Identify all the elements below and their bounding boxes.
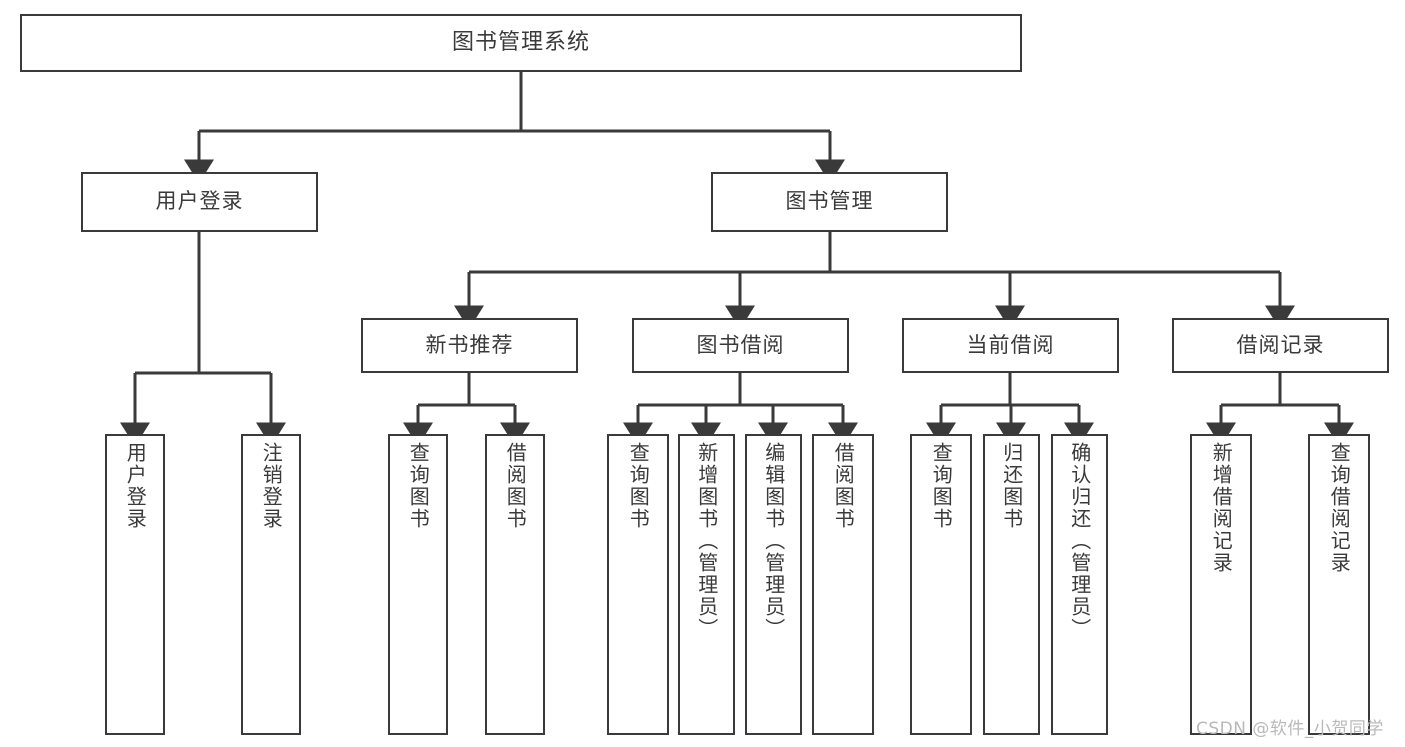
node-new-book-recommend[interactable]: 新书推荐 <box>361 318 578 373</box>
node-current-borrow[interactable]: 当前借阅 <box>902 318 1119 373</box>
node-book-borrow[interactable]: 图书借阅 <box>632 318 849 373</box>
leaf-label: 查询图书 <box>929 442 954 530</box>
leaf-label: 归还图书 <box>999 442 1024 530</box>
leaf-label: 新增图书（管理员） <box>694 442 719 640</box>
leaf-label: 确认归还（管理员） <box>1067 442 1092 640</box>
leaf-add-borrow-record[interactable]: 新增借阅记录 <box>1190 434 1252 735</box>
leaf-label: 用户登录 <box>123 442 148 530</box>
node-borrow-record[interactable]: 借阅记录 <box>1172 318 1389 373</box>
leaf-lend-book[interactable]: 借阅图书 <box>812 434 874 735</box>
csdn-watermark: CSDN @软件_小贺同学 <box>1196 719 1384 739</box>
leaf-return-book[interactable]: 归还图书 <box>983 434 1040 735</box>
leaf-query-borrow-record[interactable]: 查询借阅记录 <box>1308 434 1370 735</box>
leaf-borrow-book-newbook[interactable]: 借阅图书 <box>485 434 545 735</box>
leaf-query-book-borrow[interactable]: 查询图书 <box>607 434 669 735</box>
leaf-label: 查询借阅记录 <box>1327 442 1352 574</box>
node-user-login[interactable]: 用户登录 <box>81 172 318 232</box>
leaf-query-book-newbook[interactable]: 查询图书 <box>388 434 448 735</box>
leaf-label: 查询图书 <box>626 442 651 530</box>
leaf-edit-book-admin[interactable]: 编辑图书（管理员） <box>745 434 802 735</box>
leaf-label: 查询图书 <box>406 442 431 530</box>
node-book-management[interactable]: 图书管理 <box>711 172 948 232</box>
leaf-logout[interactable]: 注销登录 <box>241 434 301 735</box>
leaf-query-book-current[interactable]: 查询图书 <box>910 434 972 735</box>
leaf-user-login[interactable]: 用户登录 <box>105 434 165 735</box>
leaf-label: 编辑图书（管理员） <box>761 442 786 640</box>
leaf-label: 注销登录 <box>259 442 284 530</box>
leaf-label: 新增借阅记录 <box>1209 442 1234 574</box>
leaf-label: 借阅图书 <box>831 442 856 530</box>
leaf-label: 借阅图书 <box>503 442 528 530</box>
node-root[interactable]: 图书管理系统 <box>20 14 1022 72</box>
leaf-confirm-return-admin[interactable]: 确认归还（管理员） <box>1051 434 1108 735</box>
leaf-add-book-admin[interactable]: 新增图书（管理员） <box>678 434 735 735</box>
